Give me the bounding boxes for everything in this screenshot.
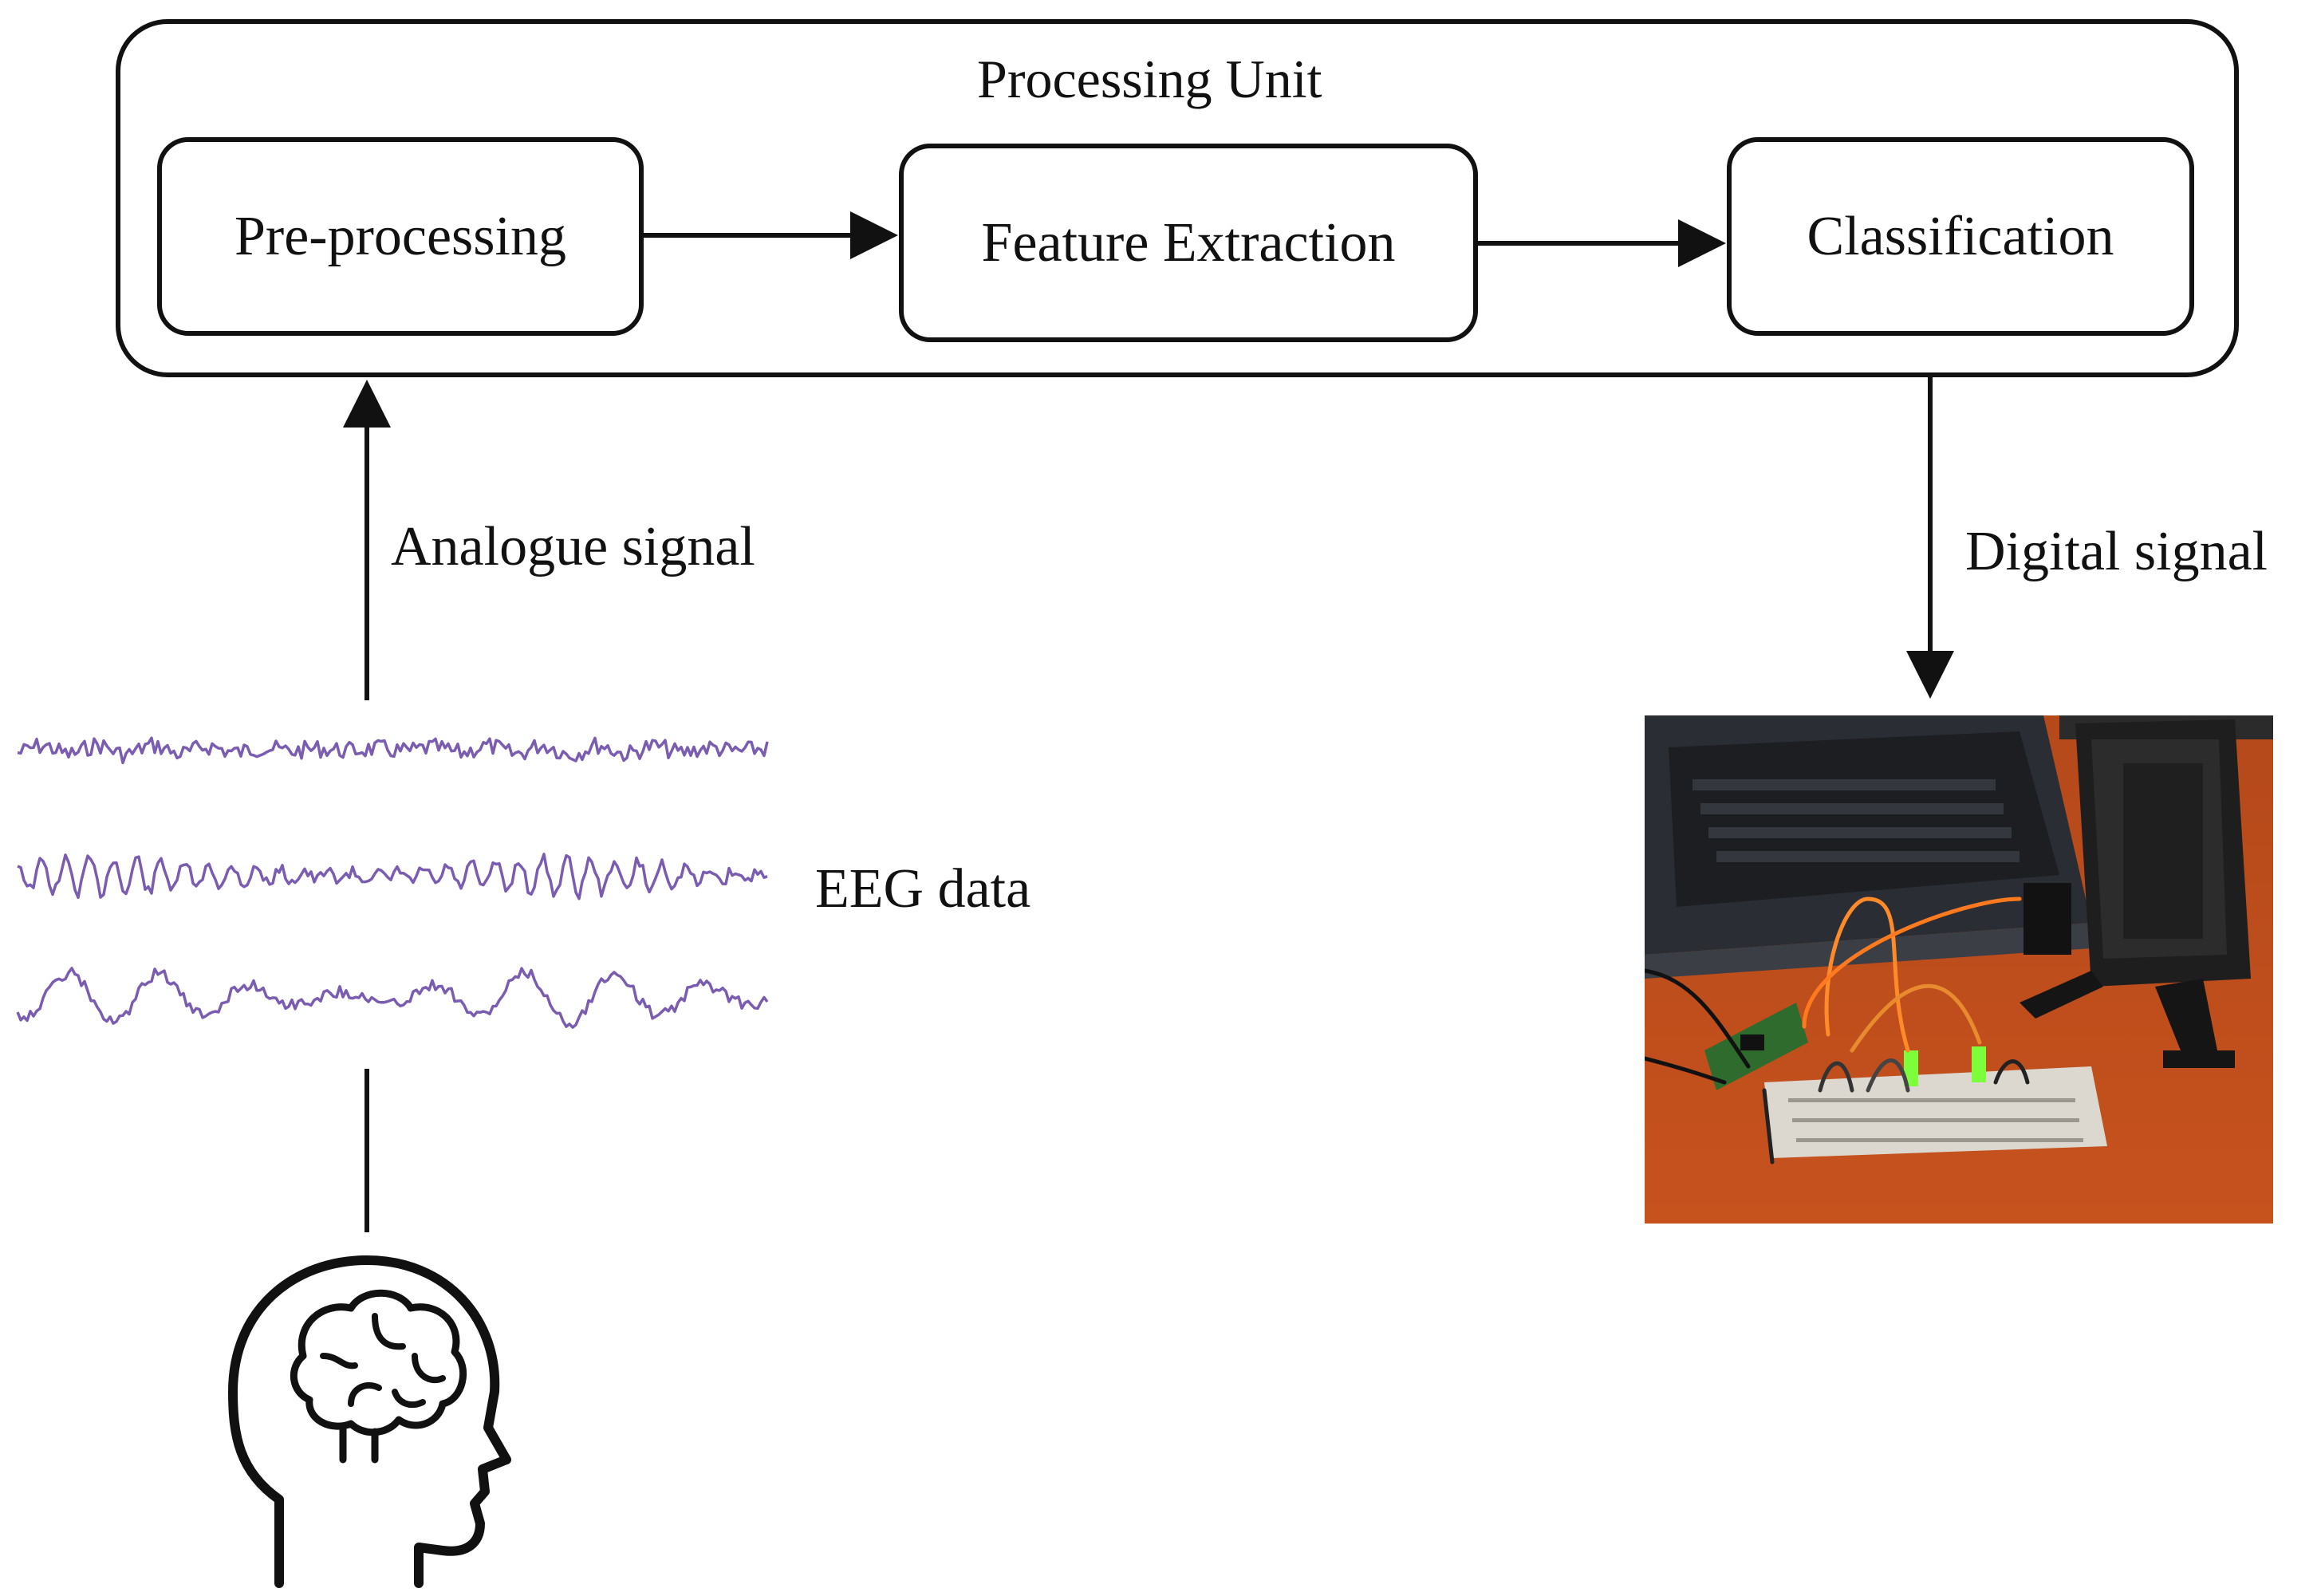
stage-feature-extraction: Feature Extraction — [981, 211, 1396, 274]
human-head-brain-icon — [228, 1255, 511, 1588]
hardware-setup-photo — [1645, 715, 2273, 1224]
digital-signal-label: Digital signal — [1965, 521, 2268, 582]
stage-pre-processing: Pre-processing — [234, 205, 566, 267]
stage-classification: Classification — [1807, 205, 2114, 267]
analogue-signal-label: Analogue signal — [391, 516, 755, 577]
processing-unit-box — [116, 19, 2239, 377]
eeg-wave-2 — [17, 853, 768, 900]
processing-unit-title: Processing Unit — [977, 49, 1322, 109]
classification-box — [1727, 137, 2194, 336]
eeg-waves — [16, 736, 769, 1029]
eeg-wave-1 — [17, 736, 769, 765]
eeg-wave-3 — [16, 967, 769, 1029]
eeg-data-label: EEG data — [815, 858, 1031, 920]
